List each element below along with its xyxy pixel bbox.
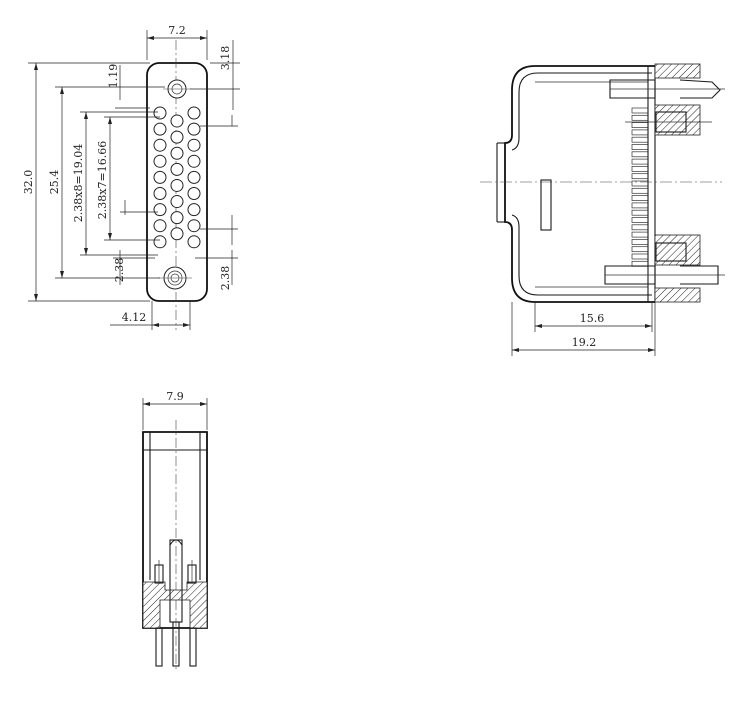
contact-hole (153, 122, 167, 136)
contact-hole (170, 195, 184, 209)
dim-end-width-label: 7.9 (166, 390, 184, 403)
contact-hole (170, 227, 184, 241)
contact-hole (153, 170, 167, 184)
comb-tooth (631, 246, 649, 253)
contact-hole (187, 122, 201, 136)
top-flange-hatch (654, 63, 701, 79)
dim-pitch-8-label: 2.38x7=16.66 (96, 141, 109, 219)
comb-tooth (631, 129, 649, 136)
contact-hole (153, 106, 167, 120)
contact-hole (187, 138, 201, 152)
dim-top-offset-label: 3.18 (219, 46, 232, 71)
dim-mount-spacing-label: 25.4 (48, 170, 61, 195)
comb-tooth (631, 151, 649, 158)
contact-hole (170, 114, 184, 128)
dim-depth-inner-label: 15.6 (580, 312, 605, 325)
contact-hole (153, 203, 167, 217)
contact-hole (170, 146, 184, 160)
side-slot (540, 179, 552, 231)
contact-comb (631, 107, 649, 267)
comb-tooth (631, 209, 649, 216)
dim-depth-overall-label: 19.2 (572, 336, 597, 349)
contact-hole (170, 130, 184, 144)
contact-hole (153, 187, 167, 200)
end-tail-left (155, 627, 163, 667)
dim-center-offset-label: 4.12 (122, 311, 147, 324)
comb-tooth (631, 202, 649, 209)
dim-width-label: 7.2 (168, 24, 186, 37)
side-view: 15.6 19.2 (480, 63, 725, 356)
contact-hole (153, 154, 167, 168)
end-tail-center (172, 621, 180, 667)
front-body-outline (146, 62, 208, 302)
contact-hole (153, 219, 167, 233)
dim-bottom-left-label: 2.38 (113, 258, 126, 283)
front-view: 7.2 3.18 1.19 32.0 25.4 2.38x8=19.04 (22, 24, 240, 330)
comb-tooth (631, 144, 649, 150)
end-view: 7.9 (142, 390, 208, 670)
comb-tooth (631, 195, 649, 201)
side-housing-outline (504, 65, 655, 303)
comb-tooth (631, 166, 649, 172)
dim-overall-height-label: 32.0 (22, 170, 35, 195)
dim-pitch-9-label: 2.38x8=19.04 (72, 144, 85, 222)
contact-hole (170, 162, 184, 176)
comb-tooth (631, 253, 649, 260)
comb-tooth (631, 136, 649, 143)
comb-tooth (631, 158, 649, 165)
contact-hole (170, 178, 184, 192)
end-tail-right (189, 627, 197, 667)
contact-hole (187, 187, 201, 200)
contact-hole (187, 154, 201, 168)
comb-tooth (631, 239, 649, 245)
contact-hole (187, 219, 201, 233)
comb-tooth (631, 173, 649, 180)
dim-hole-offset-label: 1.19 (107, 64, 120, 89)
contact-hole (153, 138, 167, 152)
comb-tooth (631, 231, 649, 238)
comb-tooth (631, 107, 649, 114)
comb-tooth (631, 122, 649, 128)
dim-bottom-right-label: 2.38 (219, 266, 232, 291)
comb-tooth (631, 224, 649, 231)
contact-hole (170, 211, 184, 225)
contact-hole (187, 106, 201, 120)
bottom-flange-hatch (654, 287, 701, 303)
contact-hole (187, 170, 201, 184)
comb-tooth (631, 114, 649, 121)
contact-grid (153, 106, 201, 249)
comb-tooth (631, 217, 649, 223)
contact-hole (187, 203, 201, 217)
contact-hole (153, 235, 167, 249)
comb-tooth (631, 187, 649, 194)
end-insulator-hatch (142, 581, 208, 629)
contact-hole (187, 235, 201, 249)
